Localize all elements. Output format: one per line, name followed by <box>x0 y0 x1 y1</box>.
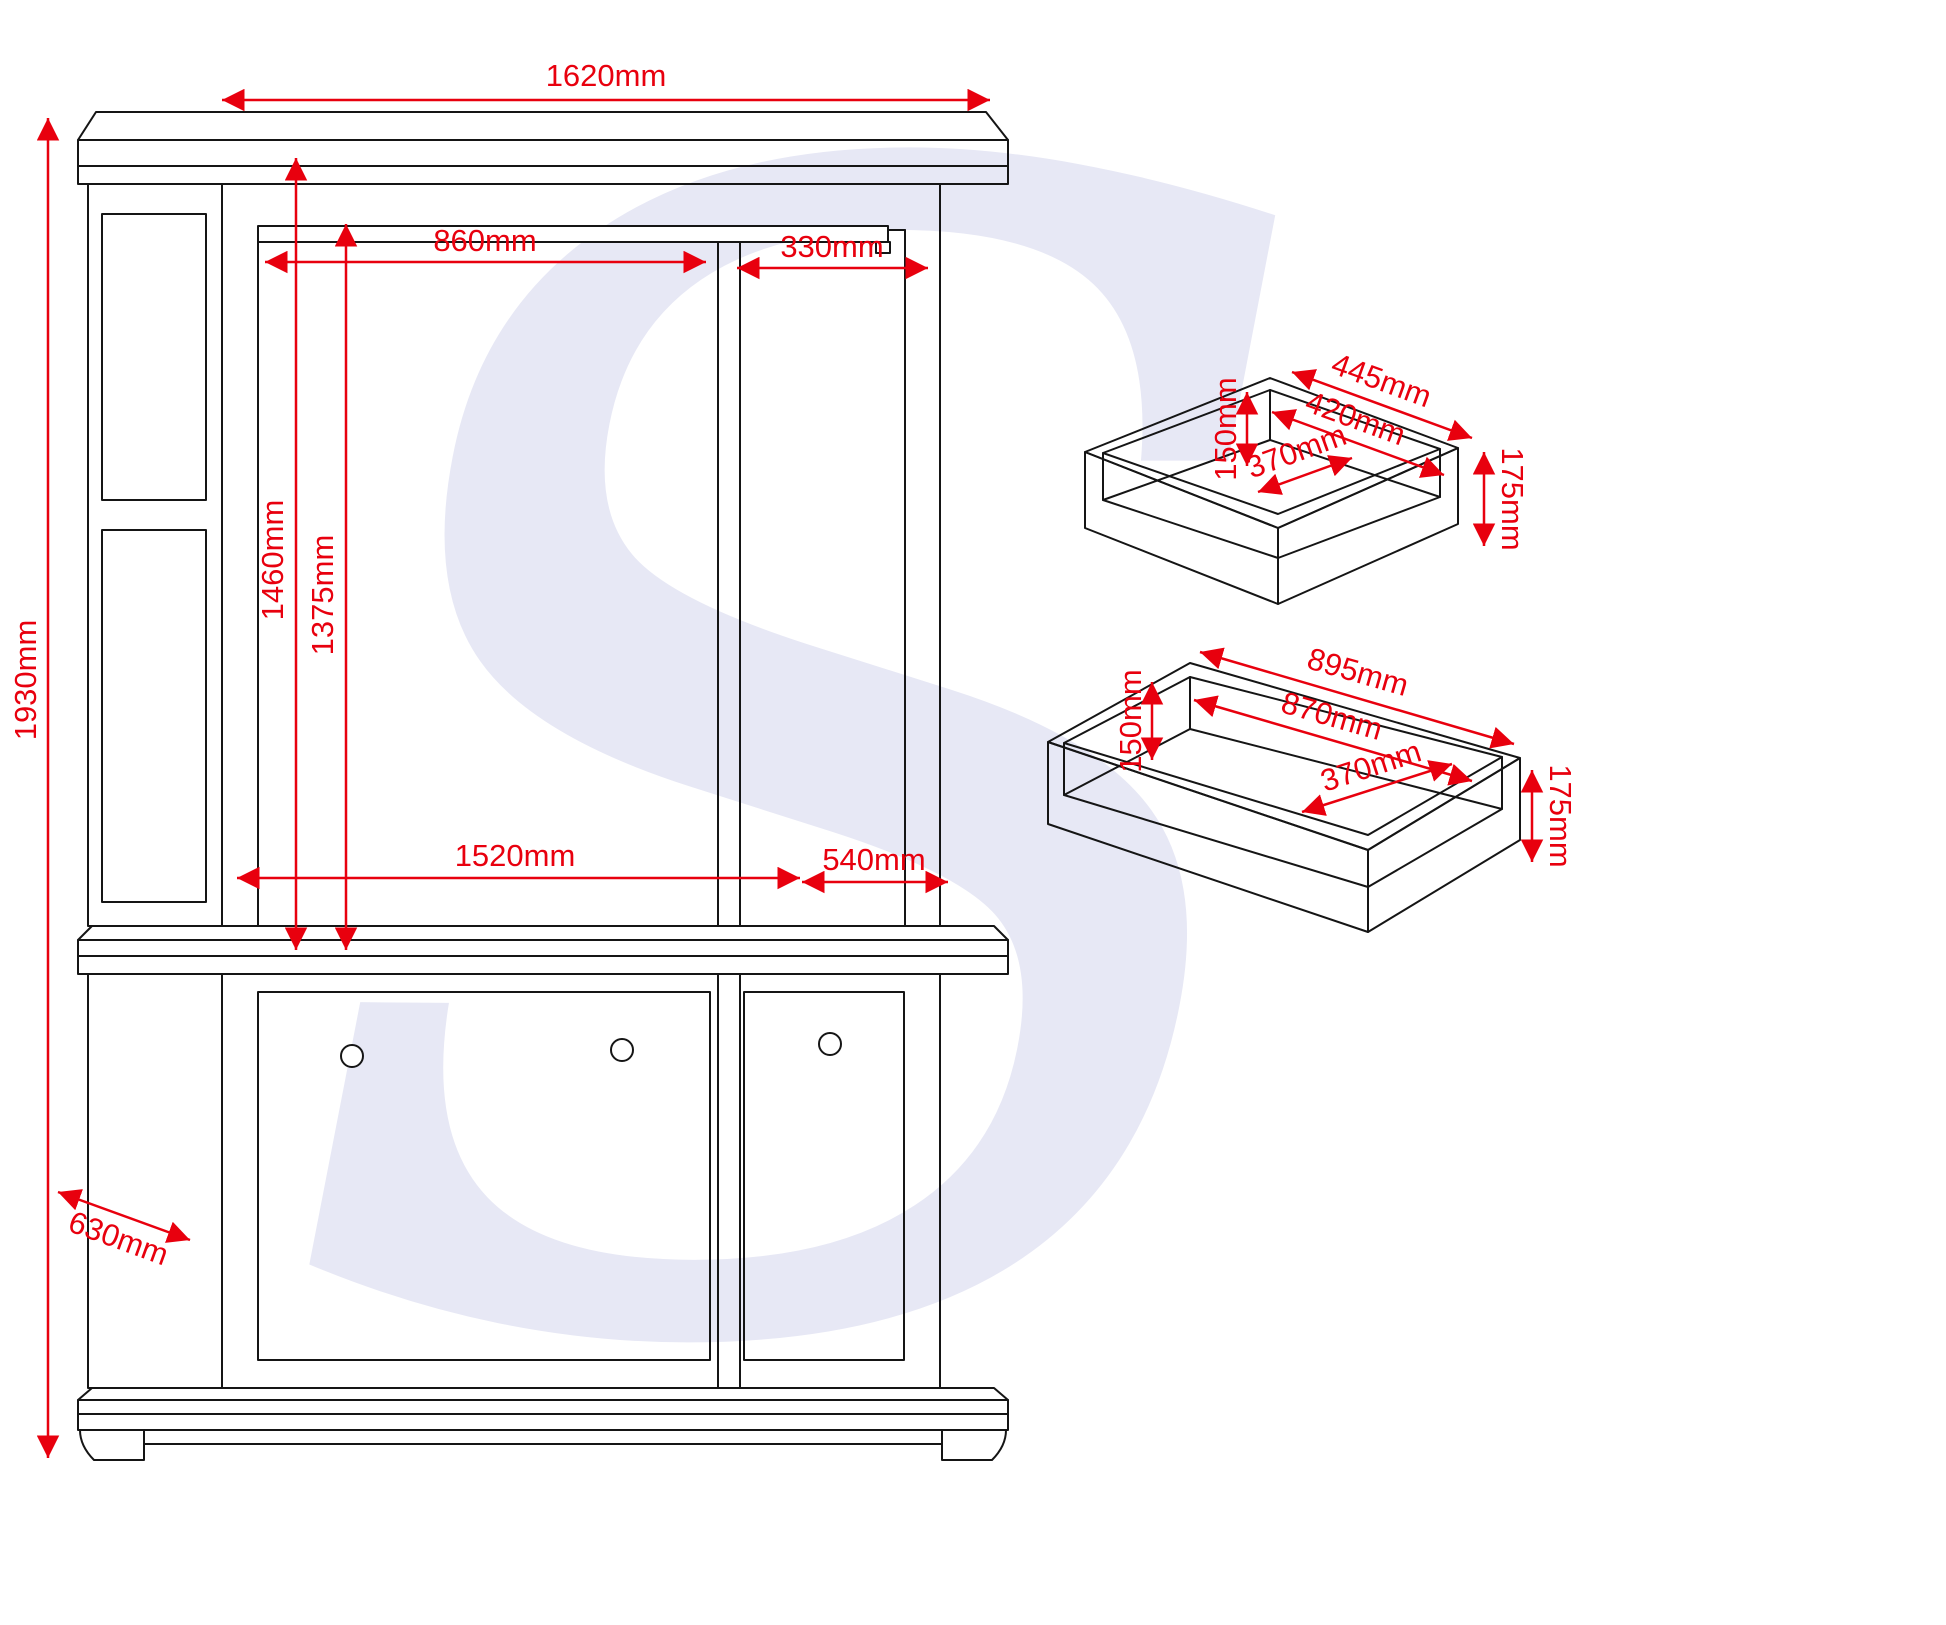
dimension-arrow <box>1271 409 1445 478</box>
right-drawer-front <box>743 991 905 1361</box>
dim-right-section-width: 540mm <box>802 842 948 894</box>
dim-interior-height-under-rail: 1375mm <box>305 224 358 950</box>
right-bracket-foot <box>941 1429 1007 1461</box>
dimension-label: 1460mm <box>255 500 290 621</box>
wardrobe-drawing <box>77 111 1009 1461</box>
dimension-label: 175mm <box>1543 764 1578 867</box>
cornice-front <box>77 139 1009 185</box>
left-side-panel <box>87 183 223 927</box>
dimension-arrow <box>1257 455 1353 495</box>
hanging-rail-end-bracket <box>875 241 891 254</box>
left-side-panel-upper-inset <box>101 213 207 501</box>
dimension-arrow <box>1301 760 1453 816</box>
dimension-label: 860mm <box>433 223 536 258</box>
hanging-rail <box>257 225 889 243</box>
dimension-label: 175mm <box>1495 447 1530 550</box>
dim-overall-width: 1620mm <box>222 58 990 112</box>
left-side-panel-lower-inset <box>101 529 207 903</box>
dim-overall-depth: 630mm <box>57 1189 191 1272</box>
dimension-label: 330mm <box>780 229 883 264</box>
dimension-label: 540mm <box>822 842 925 877</box>
left-side-panel-base <box>87 973 223 1389</box>
left-drawer-knob-1 <box>340 1044 364 1068</box>
dim-interior-width: 1520mm <box>237 838 800 890</box>
dimension-label: 1520mm <box>455 838 576 873</box>
dimension-arrow <box>57 1189 191 1243</box>
dimension-label: 150mm <box>1208 377 1243 480</box>
dimension-label: 150mm <box>1113 669 1148 772</box>
dimension-label: 1375mm <box>305 535 340 656</box>
dim-small-drawer-outer-height: 175mm <box>1472 447 1530 551</box>
dimension-label: 1930mm <box>8 620 43 741</box>
dim-interior-height-full: 1460mm <box>255 158 308 950</box>
dimension-label: 1620mm <box>546 58 667 93</box>
large-drawer-right-wall <box>1367 757 1521 933</box>
left-bracket-foot <box>79 1429 145 1461</box>
dim-small-drawer-inner-height: 150mm <box>1208 377 1259 481</box>
dim-overall-height: 1930mm <box>8 118 60 1458</box>
dim-large-drawer-outer-height: 175mm <box>1520 764 1578 868</box>
left-drawer-front <box>257 991 711 1361</box>
dim-right-rail-width: 330mm <box>737 229 928 280</box>
dim-large-drawer-inner-height: 150mm <box>1113 669 1164 773</box>
left-drawer-knob-2 <box>610 1038 634 1062</box>
right-drawer-knob <box>818 1032 842 1056</box>
